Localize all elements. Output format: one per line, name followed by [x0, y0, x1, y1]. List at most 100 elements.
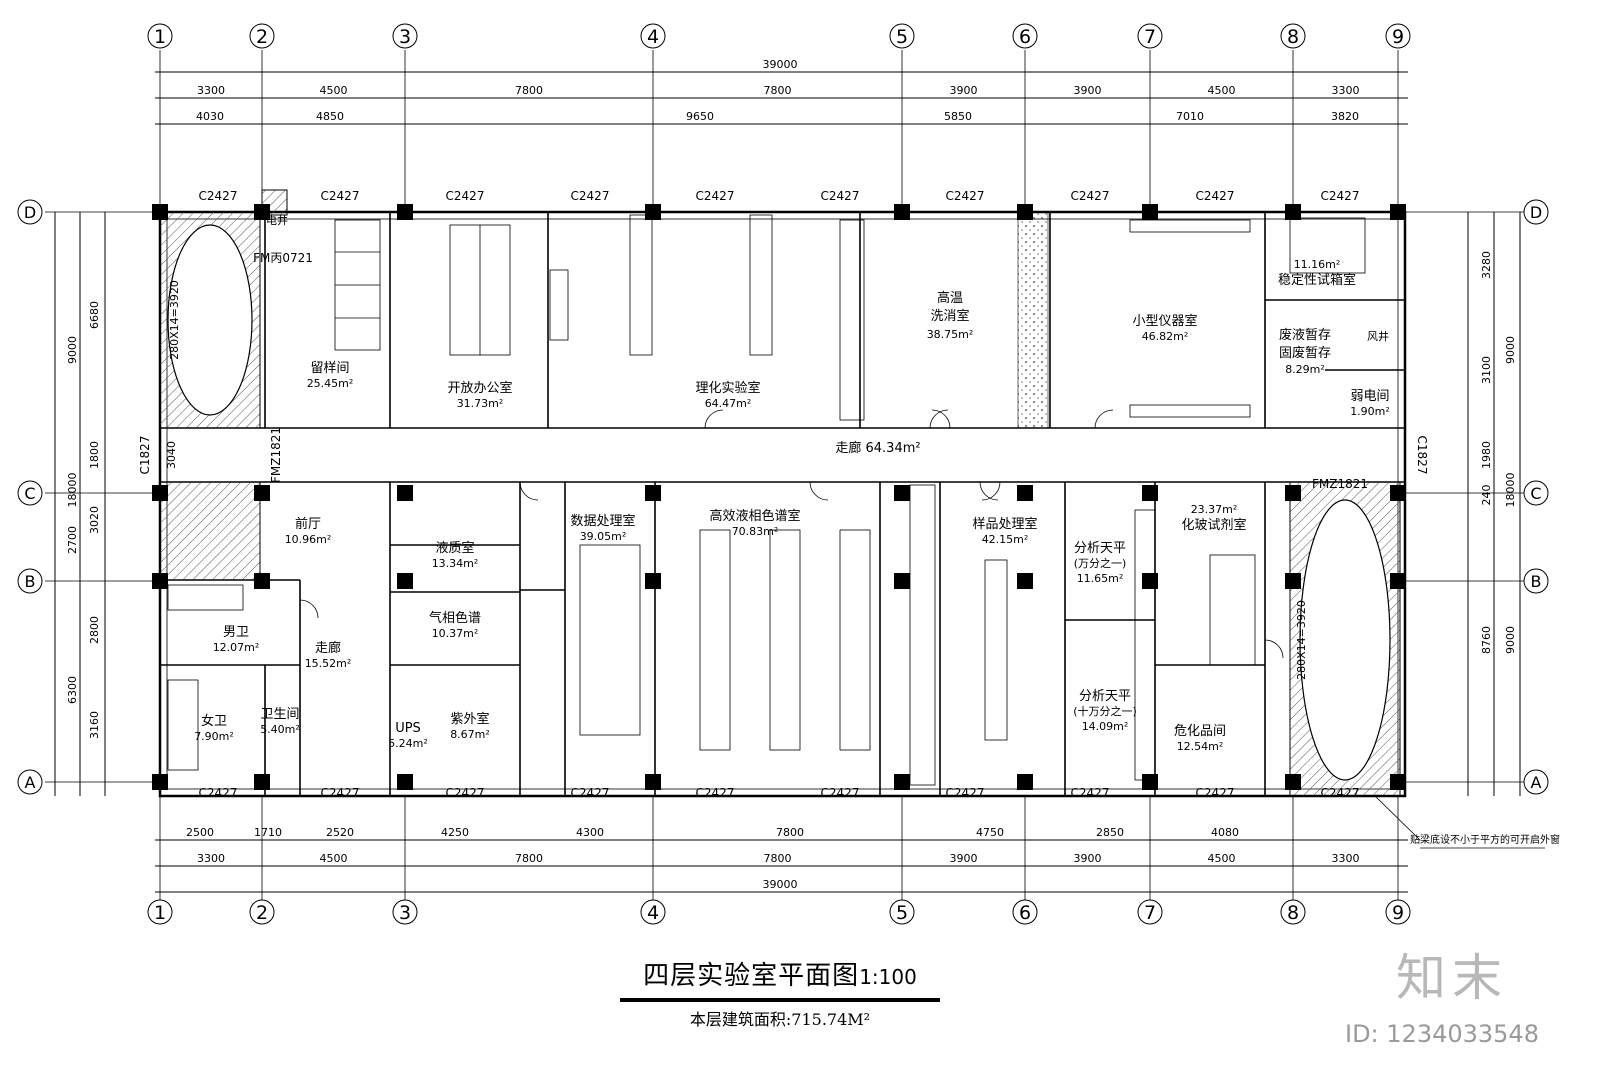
room-area: 31.73m²: [457, 397, 504, 410]
axis-bubble: [889, 23, 915, 49]
column: [397, 774, 413, 790]
room-area: 5.40m²: [260, 723, 300, 736]
dim-left-inner: 3160: [88, 711, 101, 739]
watermark-logo: 知末: [1396, 949, 1508, 1007]
dim-bottom-axis: 4500: [320, 852, 348, 865]
window-tag-top: C2427: [1071, 189, 1110, 203]
window-tag-bottom: C2427: [321, 786, 360, 800]
column: [152, 485, 168, 501]
axis-label-y: C: [24, 484, 35, 503]
column: [1017, 485, 1033, 501]
axis-label-x: 9: [1392, 26, 1404, 48]
note-leader: [1374, 795, 1421, 841]
window-tag-bottom: C2427: [571, 786, 610, 800]
room-area: 15.52m²: [305, 657, 352, 670]
axis-bubble: [1012, 23, 1038, 49]
room-area: 8.29m²: [1285, 363, 1325, 376]
stair-left: [159, 211, 261, 581]
room-area: 11.16m²: [1294, 258, 1341, 271]
dim-bottom-inner: 2850: [1096, 826, 1124, 839]
column: [152, 573, 168, 589]
axis-bubble: [17, 199, 43, 225]
title-rule: [620, 998, 940, 1002]
stair-label-left: 280X14=3920: [168, 280, 181, 360]
room-name: 高温: [937, 290, 963, 306]
room-area: 14.09m²: [1082, 720, 1129, 733]
dim-bottom-axis: 3300: [197, 852, 225, 865]
column: [894, 774, 910, 790]
axis-label-x: 2: [256, 902, 268, 924]
axis-label-y: B: [1531, 572, 1542, 591]
window-tag-bottom: C2427: [821, 786, 860, 800]
dim-left-inner: 2800: [88, 616, 101, 644]
column: [397, 573, 413, 589]
axis-bubble: [392, 23, 418, 49]
window-tag-top: C2427: [571, 189, 610, 203]
plan-area: 本层建筑面积:715.74M²: [689, 1010, 871, 1029]
axis-bubble: [640, 899, 666, 925]
high-temp-wall-texture: [1017, 211, 1049, 429]
axis-label-x: 4: [647, 26, 659, 48]
dim-top-axis: 3300: [1332, 84, 1360, 97]
top-dimensions: [155, 71, 1408, 125]
room-area: 70.83m²: [732, 525, 779, 538]
room-name-sub: (十万分之一): [1073, 704, 1137, 718]
axis-bubble: [1523, 199, 1549, 225]
axis-bubble: [1012, 899, 1038, 925]
column: [254, 485, 270, 501]
axis-label-x: 3: [399, 26, 411, 48]
bottom-dimensions: [155, 839, 1408, 893]
axis-label-x: 7: [1144, 26, 1156, 48]
window-tag-bottom: C2427: [446, 786, 485, 800]
room-name: 洗消室: [930, 308, 969, 324]
window-tag-bottom: C2427: [1071, 786, 1110, 800]
room-name: 男卫: [223, 625, 249, 640]
dim-bottom-inner: 2520: [326, 826, 354, 839]
axis-label-y: B: [25, 572, 36, 591]
room-name: 液质室: [435, 540, 474, 556]
axis-label-x: 9: [1392, 902, 1404, 924]
room-name: 走廊: [315, 640, 341, 656]
room-area: 11.65m²: [1077, 572, 1124, 585]
room-area: 64.47m²: [705, 397, 752, 410]
window-tag-top: C2427: [821, 189, 860, 203]
column: [1017, 204, 1033, 220]
column: [894, 573, 910, 589]
dim-left-outer: 9000: [66, 336, 79, 364]
axis-label-x: 7: [1144, 902, 1156, 924]
axis-label-x: 2: [256, 26, 268, 48]
columns: [152, 204, 1406, 790]
grid-lines: [45, 50, 1525, 900]
axis-label-y: D: [1530, 203, 1542, 222]
room-name: 分析天平: [1079, 689, 1131, 704]
room-area: 13.34m²: [432, 557, 479, 570]
column: [1390, 774, 1406, 790]
window-tag-bottom: C2427: [696, 786, 735, 800]
window-tag-top: C2427: [199, 189, 238, 203]
dim-top-inner: 9650: [686, 110, 714, 123]
room-name: 紫外室: [450, 711, 489, 727]
column: [1285, 573, 1301, 589]
column: [1142, 573, 1158, 589]
dim-right-inner: 240: [1480, 485, 1493, 506]
dim-right-inner: 8760: [1480, 626, 1493, 654]
stair-extra-left: 3040: [165, 441, 178, 469]
dim-top-axis: 3900: [1074, 84, 1102, 97]
room-name: 开放办公室: [447, 380, 512, 396]
room-name: 电井: [266, 213, 288, 227]
column: [152, 204, 168, 220]
window-tag-bottom: C2427: [946, 786, 985, 800]
dim-left-outer: 6300: [66, 676, 79, 704]
stair-right: [1289, 481, 1401, 797]
plan-scale: 1:100: [859, 965, 917, 989]
axis-label-y: A: [1531, 773, 1542, 792]
room-name: 留样间: [310, 361, 349, 376]
window-tag-top: C2427: [446, 189, 485, 203]
column: [1142, 485, 1158, 501]
door-tag-right: FMZ1821: [1312, 477, 1368, 491]
room-name: 化玻试剂室: [1181, 517, 1246, 533]
dim-left-outer: 18000: [66, 473, 79, 508]
dim-left-inner: 3020: [88, 506, 101, 534]
axis-label-x: 4: [647, 902, 659, 924]
